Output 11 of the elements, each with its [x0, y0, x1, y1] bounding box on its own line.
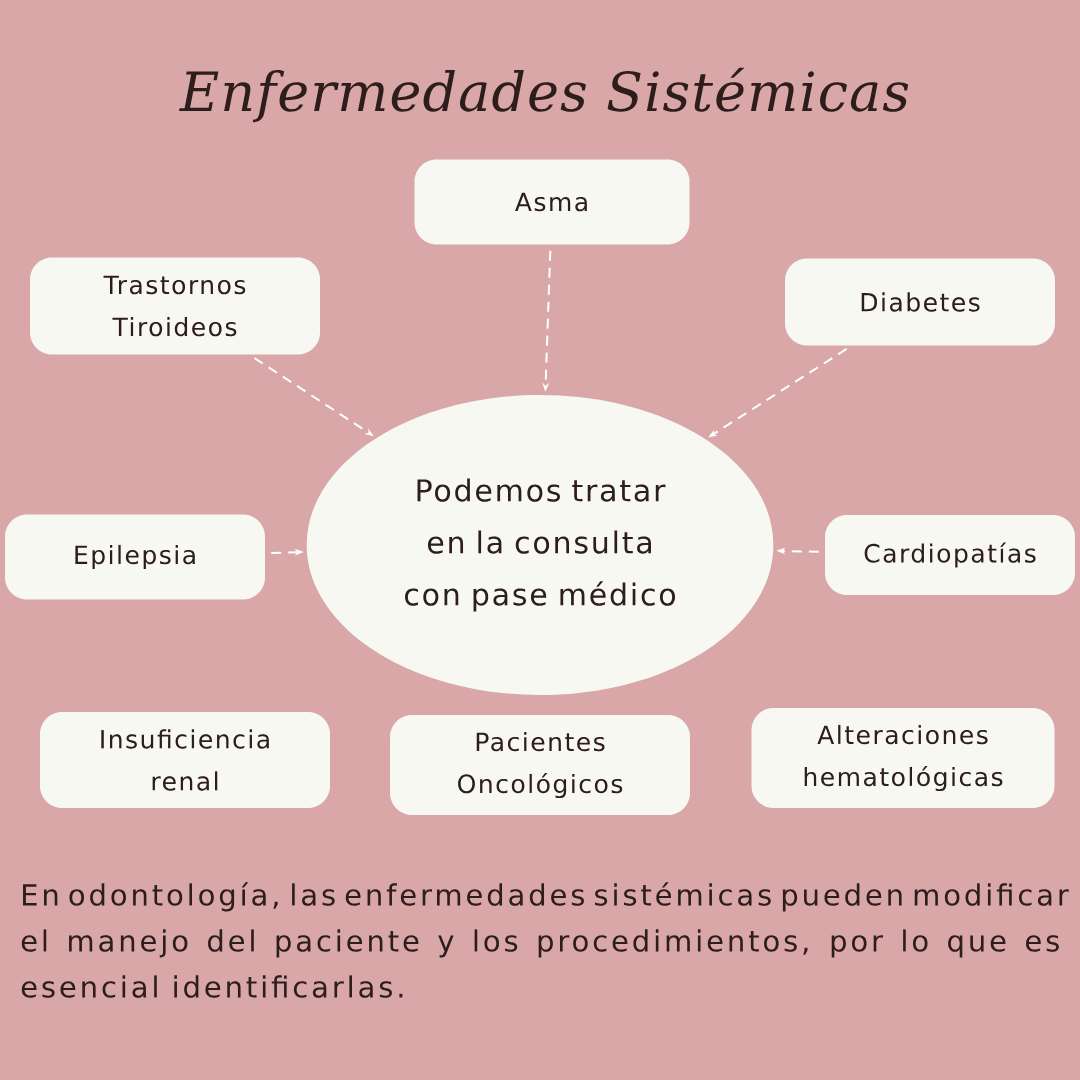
paragraph: En odontología, las enfermedades sistémicas pueden modificar el manejo del paciente y los procedimientos, por lo que es esencial identificarlas. — [21, 882, 1069, 998]
topic-box: Insuficiencia renal — [40, 712, 330, 808]
topic-box: Cardiopatías — [825, 515, 1075, 595]
topic-box: Alteraciones hematológicas — [751, 708, 1055, 808]
title: Enfermedades Sistémicas — [179, 67, 909, 123]
topic-box: Pacientes Oncológicos — [390, 715, 690, 815]
topic-box: Epilepsia — [5, 514, 265, 600]
topic-box: Asma — [414, 159, 690, 245]
central-blob: Podemos tratar en la consulta con pase médico — [306, 395, 774, 695]
topic-box: Diabetes — [785, 258, 1055, 346]
topic-box: Trastornos Tiroideos — [30, 257, 320, 355]
